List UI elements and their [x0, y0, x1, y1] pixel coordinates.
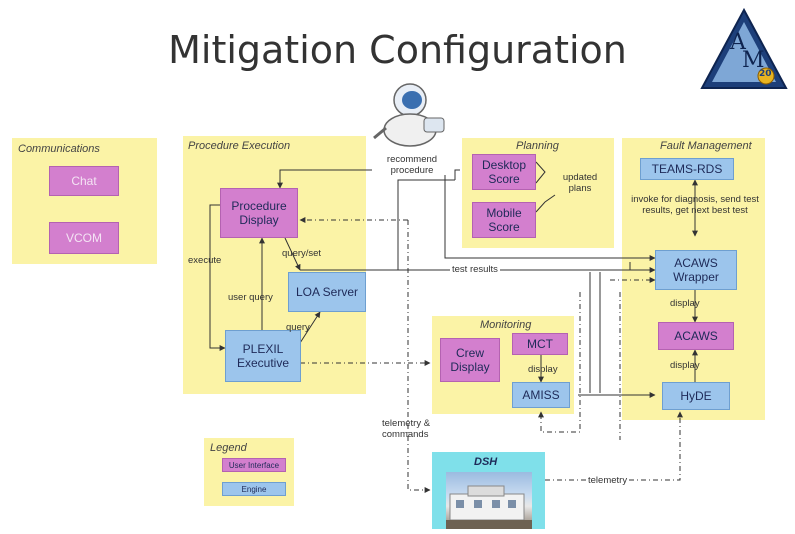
label-execute: execute — [188, 255, 222, 266]
legend-user-interface: User Interface — [222, 458, 286, 472]
label-telemetry-commands: telemetry & commands — [382, 418, 431, 440]
label-updated-plans: updated plans — [562, 172, 598, 194]
plexil-executive-box: PLEXIL Executive — [225, 330, 301, 382]
procedure-execution-title: Procedure Execution — [188, 140, 291, 152]
label-recommend-procedure: recommend procedure — [386, 154, 438, 176]
label-test-results: test results — [450, 264, 500, 275]
desktop-score-box: Desktop Score — [472, 154, 536, 190]
dsh-title: DSH — [474, 456, 498, 468]
amiss-box: AMISS — [512, 382, 570, 408]
label-display-mct: display — [528, 364, 558, 375]
label-query: query — [286, 322, 310, 333]
acaws-wrapper-box: ACAWS Wrapper — [655, 250, 737, 290]
communications-title: Communications — [18, 143, 100, 155]
page-title: Mitigation Configuration — [168, 28, 627, 72]
chat-box: Chat — [49, 166, 119, 196]
crew-display-box: Crew Display — [440, 338, 500, 382]
label-query-set: query/set — [282, 248, 322, 259]
dsh-habitat-image — [446, 472, 532, 529]
teams-rds-box: TEAMS-RDS — [640, 158, 734, 180]
mobile-score-box: Mobile Score — [472, 202, 536, 238]
label-display-wrapper: display — [670, 298, 700, 309]
astronaut-icon — [372, 78, 452, 150]
legend-title: Legend — [210, 442, 247, 454]
planning-title: Planning — [516, 140, 559, 152]
label-telemetry: telemetry — [586, 475, 630, 486]
mct-box: MCT — [512, 333, 568, 355]
fault-management-title: Fault Management — [660, 140, 752, 152]
legend-engine: Engine — [222, 482, 286, 496]
loa-server-box: LOA Server — [288, 272, 366, 312]
label-invoke: invoke for diagnosis, send test results,… — [631, 194, 759, 216]
procedure-display-box: Procedure Display — [220, 188, 298, 238]
hyde-box: HyDE — [662, 382, 730, 410]
vcom-box: VCOM — [49, 222, 119, 254]
logo-number: 20 — [759, 69, 772, 79]
logo-letter-a: A — [730, 30, 746, 55]
label-display-hyde: display — [670, 360, 700, 371]
monitoring-title: Monitoring — [480, 319, 532, 331]
logo-letter-m: M — [742, 48, 765, 73]
acaws-box: ACAWS — [658, 322, 734, 350]
triangle-logo: A M 20 — [700, 7, 788, 92]
label-user-query: user query — [228, 292, 273, 303]
